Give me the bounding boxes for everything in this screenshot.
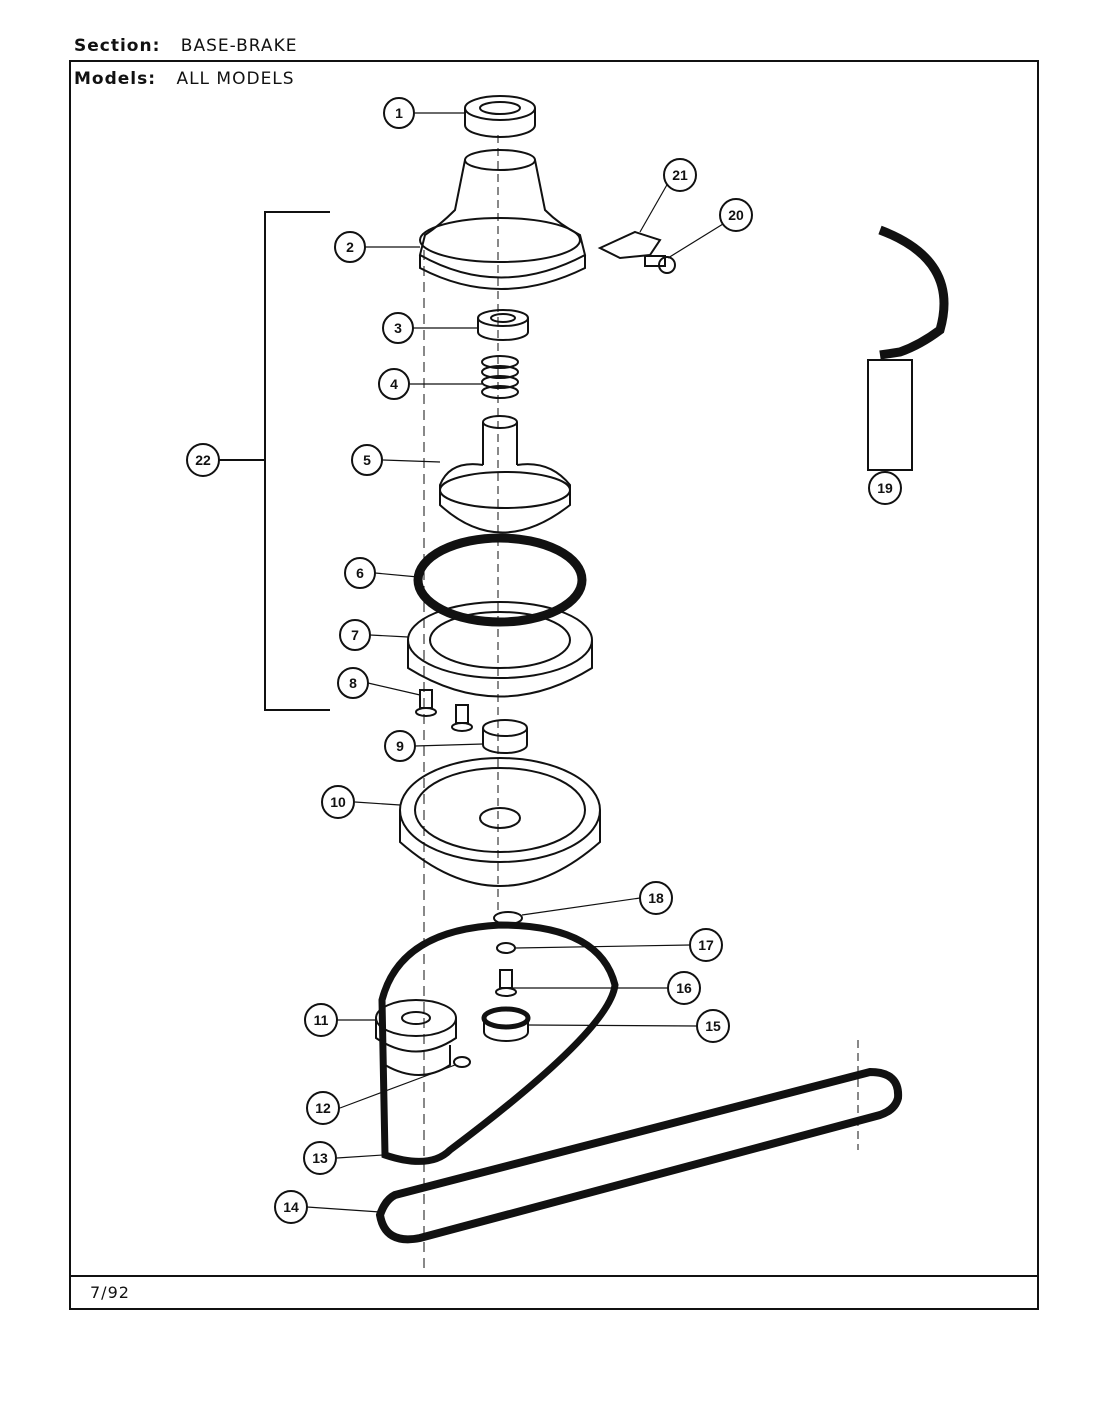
- callout-20: 20: [719, 198, 753, 232]
- part-3-seal: [477, 309, 529, 341]
- svg-text:21: 21: [672, 167, 688, 183]
- part-19-brake-shoe: [867, 225, 949, 471]
- callout-17: 17: [689, 928, 723, 962]
- svg-text:6: 6: [356, 565, 364, 581]
- svg-text:11: 11: [314, 1012, 329, 1028]
- assembly-bracket: [264, 211, 330, 711]
- callout-21: 21: [663, 158, 697, 192]
- callout-14: 14: [274, 1190, 308, 1224]
- callout-7: 7: [339, 619, 371, 651]
- part-13-drive-belt: [378, 921, 619, 1165]
- diagram-frame: [69, 60, 1039, 1310]
- part-10-pulley: [399, 757, 601, 887]
- revision-date: 7/92: [90, 1283, 130, 1302]
- part-20-screw: [644, 255, 676, 274]
- svg-text:5: 5: [363, 452, 371, 468]
- part-4-spring: [481, 355, 519, 399]
- callout-22: 22: [186, 443, 220, 477]
- part-2-housing: [418, 149, 587, 290]
- svg-text:17: 17: [698, 937, 714, 953]
- callout-15: 15: [696, 1009, 730, 1043]
- models-heading: Models: ALL MODELS: [74, 69, 295, 89]
- svg-text:18: 18: [648, 890, 664, 906]
- svg-text:4: 4: [390, 376, 398, 392]
- part-1-bearing: [464, 95, 536, 138]
- part-21-clip: [597, 230, 662, 260]
- models-value: ALL MODELS: [176, 69, 295, 89]
- callout-9: 9: [384, 730, 416, 762]
- svg-text:16: 16: [676, 980, 692, 996]
- svg-text:19: 19: [877, 480, 893, 496]
- svg-text:22: 22: [195, 452, 211, 468]
- callout-5: 5: [351, 444, 383, 476]
- svg-text:9: 9: [396, 738, 404, 754]
- callout-8: 8: [337, 667, 369, 699]
- svg-text:13: 13: [312, 1150, 328, 1166]
- part-12-set-screw: [453, 1056, 471, 1068]
- callout-1: 1: [383, 97, 415, 129]
- models-label: Models:: [74, 69, 157, 89]
- callout-3: 3: [382, 312, 414, 344]
- callout-11: 11: [304, 1003, 338, 1037]
- svg-text:3: 3: [394, 320, 402, 336]
- svg-text:10: 10: [330, 794, 346, 810]
- part-7-ring: [407, 601, 593, 698]
- footer-divider: [69, 1275, 1039, 1277]
- svg-text:12: 12: [315, 1100, 331, 1116]
- section-value: BASE-BRAKE: [180, 36, 298, 56]
- svg-text:8: 8: [349, 675, 357, 691]
- callout-6: 6: [344, 557, 376, 589]
- svg-text:7: 7: [351, 627, 359, 643]
- svg-text:2: 2: [346, 239, 354, 255]
- callout-12: 12: [306, 1091, 340, 1125]
- svg-text:20: 20: [728, 207, 744, 223]
- part-17-nut: [496, 942, 516, 954]
- part-14-pump-belt: [375, 1067, 903, 1244]
- callout-19: 19: [868, 471, 902, 505]
- part-9-bushing: [482, 719, 528, 754]
- callout-4: 4: [378, 368, 410, 400]
- part-11-motor-pulley: [375, 999, 457, 1076]
- callout-18: 18: [639, 881, 673, 915]
- callout-13: 13: [303, 1141, 337, 1175]
- svg-text:15: 15: [705, 1018, 721, 1034]
- callout-10: 10: [321, 785, 355, 819]
- svg-text:14: 14: [283, 1199, 299, 1215]
- callout-16: 16: [667, 971, 701, 1005]
- part-16-stud: [495, 969, 517, 997]
- part-8-bolts: [415, 689, 473, 732]
- part-5-brake-hub: [439, 415, 571, 534]
- svg-text:1: 1: [395, 105, 403, 121]
- callout-2: 2: [334, 231, 366, 263]
- section-label: Section:: [74, 36, 161, 56]
- section-heading: Section: BASE-BRAKE: [74, 36, 297, 56]
- part-6-gasket: [413, 533, 587, 627]
- part-15-bearing: [481, 1006, 531, 1042]
